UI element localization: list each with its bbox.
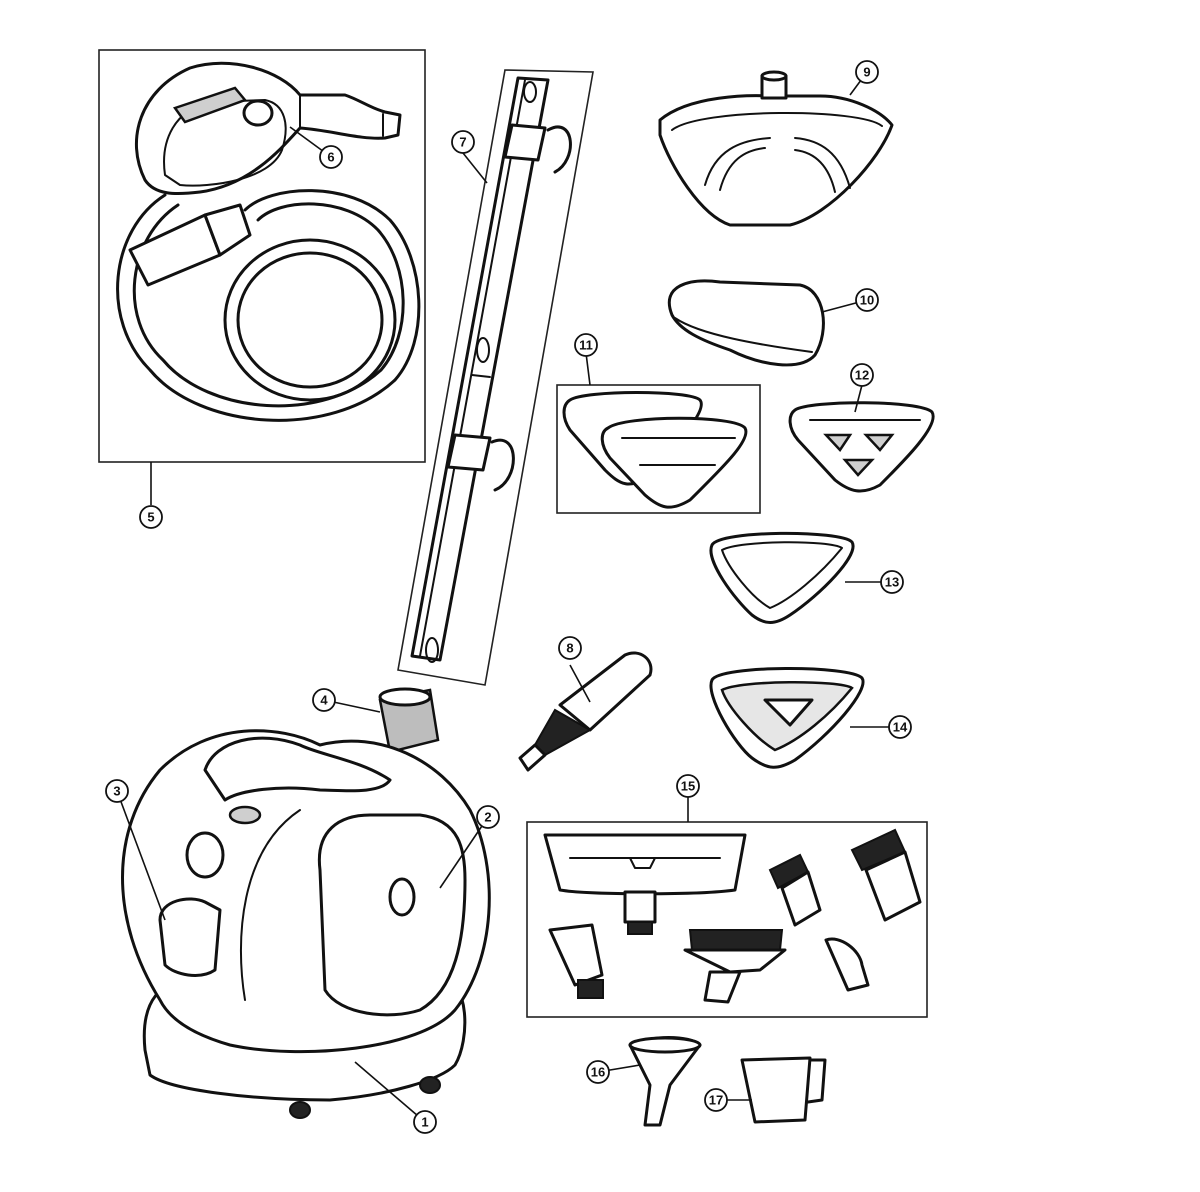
callout-8: 8 xyxy=(558,636,582,660)
extension-wand-frame xyxy=(397,69,594,686)
callout-label: 2 xyxy=(484,810,491,825)
callout-2: 2 xyxy=(476,805,500,829)
callout-label: 13 xyxy=(885,575,899,590)
perforated-triangle-pad xyxy=(709,667,865,769)
callout-7: 7 xyxy=(451,130,475,154)
callout-label: 14 xyxy=(893,720,908,735)
triangle-pad xyxy=(709,531,855,624)
callout-label: 10 xyxy=(860,293,874,308)
callout-label: 8 xyxy=(566,641,573,656)
callout-4: 4 xyxy=(312,688,336,712)
callout-label: 6 xyxy=(327,150,334,165)
accessory-kit-frame xyxy=(526,821,928,1018)
triangle-brush-pair-frame xyxy=(556,384,761,514)
callout-15: 15 xyxy=(676,774,700,798)
funnel xyxy=(628,1036,702,1127)
callout-11: 11 xyxy=(574,333,598,357)
callout-label: 1 xyxy=(421,1115,428,1130)
callout-label: 9 xyxy=(863,65,870,80)
floor-head xyxy=(658,70,894,227)
callout-5: 5 xyxy=(139,505,163,529)
callout-label: 17 xyxy=(709,1093,723,1108)
measuring-cup xyxy=(740,1056,827,1124)
leader-lines xyxy=(116,71,900,1123)
cloth-cover xyxy=(668,279,825,367)
steam-unit xyxy=(121,729,491,1119)
triangle-brush-pair xyxy=(556,384,761,514)
filter-cartridge xyxy=(378,687,440,754)
callout-10: 10 xyxy=(855,288,879,312)
hose-assembly-frame xyxy=(98,49,426,463)
callout-9: 9 xyxy=(855,60,879,84)
callout-label: 5 xyxy=(147,510,154,525)
accessory-kit xyxy=(526,821,928,1018)
hose-assembly xyxy=(98,49,426,463)
callout-1: 1 xyxy=(413,1110,437,1134)
triangle-brush-inserts xyxy=(788,401,935,493)
callout-13: 13 xyxy=(880,570,904,594)
callout-17: 17 xyxy=(704,1088,728,1112)
callout-label: 16 xyxy=(591,1065,605,1080)
callout-label: 3 xyxy=(113,784,120,799)
callout-3: 3 xyxy=(105,779,129,803)
callout-12: 12 xyxy=(850,363,874,387)
callout-label: 15 xyxy=(681,779,695,794)
jet-nozzle xyxy=(518,651,653,772)
callout-14: 14 xyxy=(888,715,912,739)
callout-label: 11 xyxy=(579,338,593,353)
callout-16: 16 xyxy=(586,1060,610,1084)
callout-6: 6 xyxy=(319,145,343,169)
callout-label: 7 xyxy=(459,135,466,150)
callout-label: 12 xyxy=(855,368,869,383)
callout-label: 4 xyxy=(320,693,328,708)
extension-wand xyxy=(397,69,594,686)
